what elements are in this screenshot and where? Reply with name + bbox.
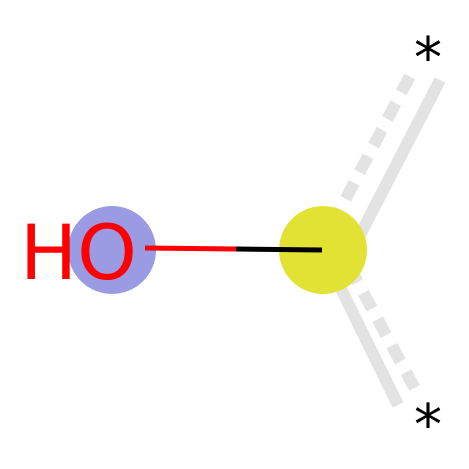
bond-o-c-black (235, 246, 323, 253)
bond-o-c-red (144, 245, 237, 252)
hydroxyl-label: HO (20, 208, 137, 297)
oxygen-highlight (68, 206, 156, 294)
carbon-highlight (279, 206, 367, 294)
star-lower-label: * (414, 393, 442, 458)
star-upper-label: * (414, 26, 442, 91)
